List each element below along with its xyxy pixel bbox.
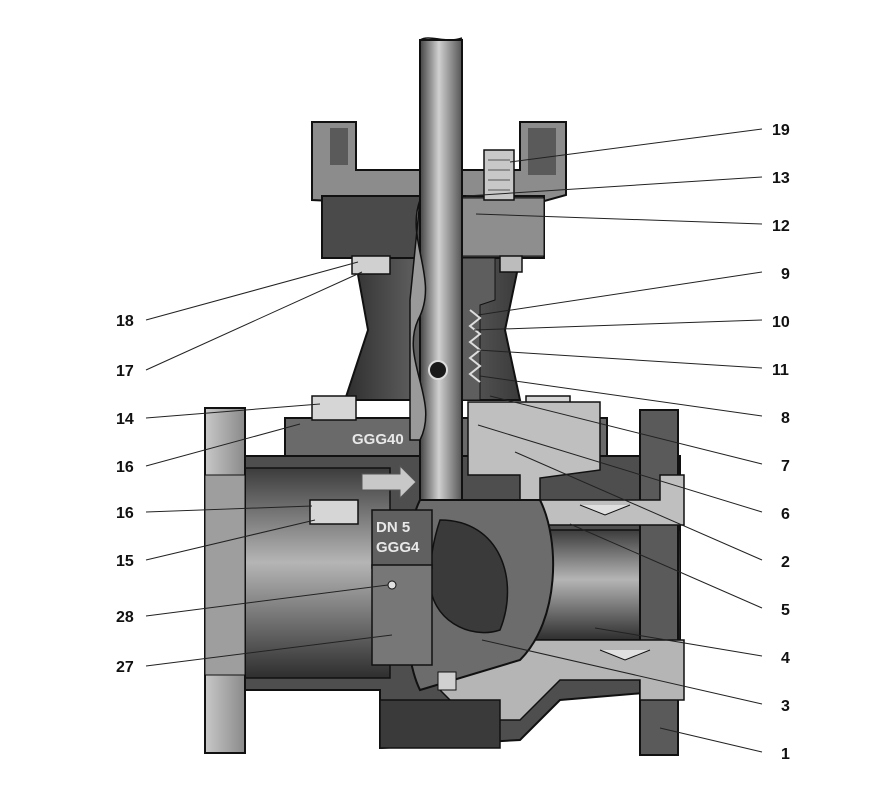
top-bolt	[483, 149, 515, 201]
callout-8: 8	[781, 410, 790, 427]
callout-14: 14	[116, 411, 134, 428]
cast-mark-body-2: GGG4	[376, 539, 420, 556]
callout-19: 19	[772, 122, 790, 139]
liner-upper	[467, 401, 685, 526]
body-side-plate	[371, 564, 433, 666]
right-flange	[639, 409, 679, 756]
callout-27: 27	[116, 659, 134, 676]
callout-9: 9	[781, 266, 790, 283]
cast-mark-body-1: DN 5	[376, 519, 410, 536]
callout-28: 28	[116, 609, 134, 626]
callout-12: 12	[772, 218, 790, 235]
callout-3: 3	[781, 698, 790, 715]
callout-16-upper: 16	[116, 459, 134, 476]
callout-6: 6	[781, 506, 790, 523]
leader-lines	[145, 128, 763, 753]
callout-7: 7	[781, 458, 790, 475]
callout-13: 13	[772, 170, 790, 187]
callout-18: 18	[116, 313, 134, 330]
callout-5: 5	[781, 602, 790, 619]
bonnet-bolt-right	[499, 255, 523, 273]
callout-2: 2	[781, 554, 790, 571]
callout-17: 17	[116, 363, 134, 380]
bonnet-bolt-left	[351, 255, 391, 275]
flow-arrow	[361, 464, 417, 500]
cast-mark-bonnet: GGG40	[352, 431, 404, 448]
bottom-boss	[379, 699, 501, 749]
callout-15: 15	[116, 553, 134, 570]
body-plate	[371, 509, 433, 569]
callout-11: 11	[772, 362, 789, 379]
callout-10: 10	[772, 314, 790, 331]
callout-16-lower: 16	[116, 505, 134, 522]
callouts-left: 18 17 14 16 16 15 28 27	[116, 313, 134, 676]
callout-1: 1	[781, 746, 790, 763]
stem	[419, 39, 463, 501]
callouts-right: 19 13 12 9 10 11 8 7 6 2 5 4 3 1	[772, 122, 790, 763]
callout-4: 4	[781, 650, 790, 667]
